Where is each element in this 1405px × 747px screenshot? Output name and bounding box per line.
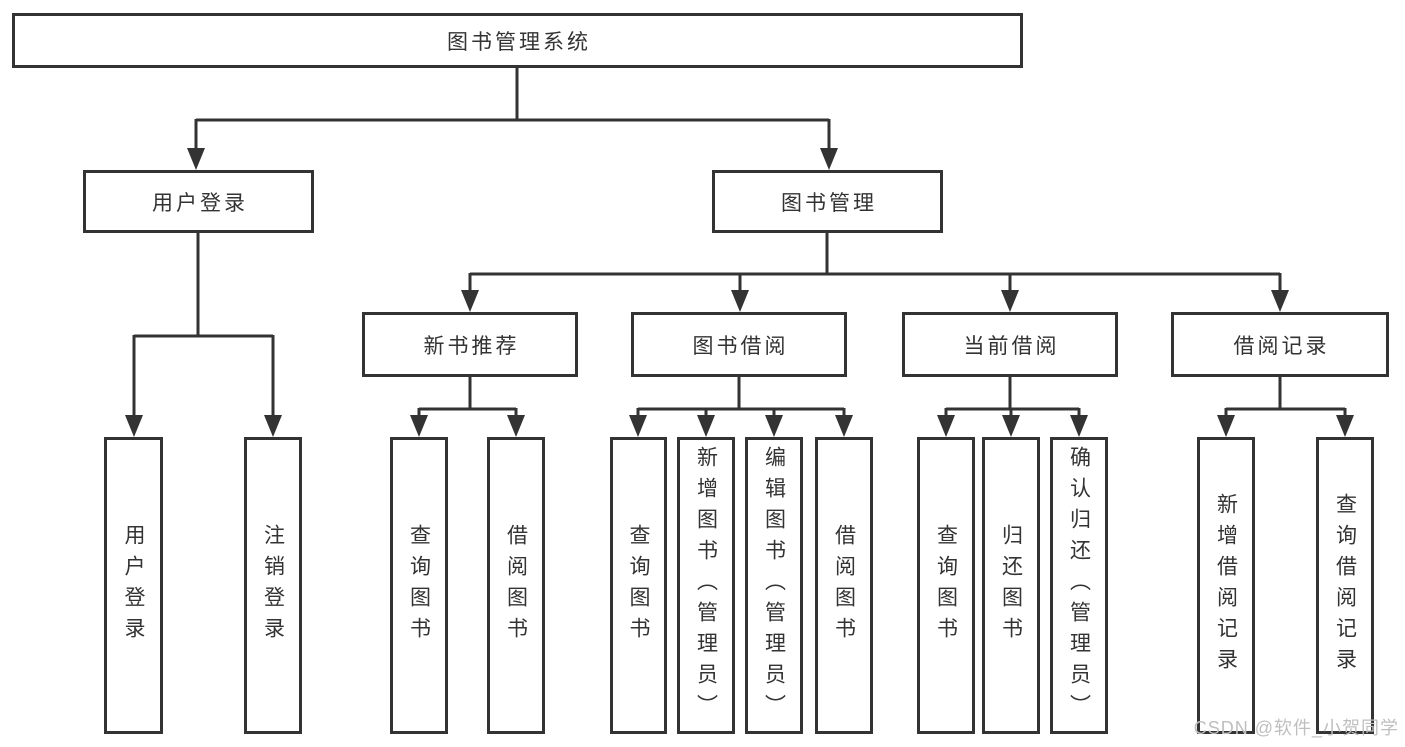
connector-user-login-fork (125, 233, 282, 437)
leaf-current-return-books: 归还图书 (982, 437, 1040, 734)
leaf-user-login: 用户登录 (104, 437, 163, 734)
arrowhead (264, 415, 282, 437)
arrowhead (507, 415, 525, 437)
node-label: 图书管理 (781, 191, 877, 215)
arrowhead (410, 415, 428, 437)
arrowhead (1070, 415, 1088, 437)
leaf-records-add-borrow-record: 新增借阅记录 (1197, 437, 1255, 734)
node-current-borrow: 当前借阅 (902, 312, 1118, 377)
leaf-newbook-query-books: 查询图书 (390, 437, 448, 734)
node-label: 确认归还（管理员） (1067, 446, 1091, 725)
arrowhead (1271, 290, 1289, 312)
node-label: 用户登录 (122, 523, 145, 648)
arrowhead (697, 415, 715, 437)
arrowhead (765, 415, 783, 437)
arrowhead (629, 415, 647, 437)
connector-root-fork (187, 67, 838, 170)
connector-book-management-fork (461, 233, 1289, 312)
node-label: 新书推荐 (423, 334, 520, 358)
leaf-borrow-add-books-admin: 新增图书（管理员） (677, 437, 735, 734)
node-new-book-recommend: 新书推荐 (362, 312, 578, 377)
node-label: 用户登录 (152, 191, 248, 215)
node-user-login: 用户登录 (83, 170, 314, 233)
arrowhead (125, 415, 143, 437)
arrowhead (1002, 415, 1020, 437)
node-label: 新增图书（管理员） (694, 446, 718, 725)
arrowhead (937, 415, 955, 437)
leaf-logout: 注销登录 (244, 437, 302, 734)
connector-book-borrow-fork (629, 377, 853, 437)
node-label: 查询图书 (627, 523, 650, 648)
node-label: 借阅图书 (832, 523, 856, 648)
node-label: 借阅图书 (504, 523, 528, 648)
connector-current-borrow-fork (937, 377, 1088, 437)
arrowhead (731, 290, 749, 312)
node-label: 查询借阅记录 (1333, 492, 1357, 679)
node-label: 新增借阅记录 (1214, 492, 1238, 679)
node-borrow-records: 借阅记录 (1171, 312, 1389, 377)
arrowhead (461, 290, 479, 312)
arrowhead (187, 148, 205, 170)
arrowhead (1217, 415, 1235, 437)
leaf-current-confirm-return-admin: 确认归还（管理员） (1050, 437, 1108, 734)
leaf-newbook-borrow-books: 借阅图书 (487, 437, 545, 734)
connector-new-book-fork (410, 377, 525, 437)
csdn-watermark: CSDN @软件_小贺同学 (1193, 718, 1399, 738)
node-label: 查询图书 (934, 523, 958, 648)
arrowhead (835, 415, 853, 437)
leaf-records-query-borrow-record: 查询借阅记录 (1316, 437, 1374, 734)
arrowhead (1001, 290, 1019, 312)
node-label: 借阅记录 (1233, 334, 1330, 358)
node-label: 归还图书 (999, 523, 1023, 648)
node-label: 图书借阅 (692, 334, 789, 358)
node-book-borrow: 图书借阅 (631, 312, 847, 377)
node-label: 查询图书 (407, 523, 431, 648)
node-label: 图书管理系统 (447, 30, 591, 54)
leaf-current-query-books: 查询图书 (917, 437, 975, 734)
arrowhead (820, 148, 838, 170)
connector-borrow-records-fork (1217, 377, 1354, 437)
node-book-management: 图书管理 (712, 170, 943, 233)
node-label: 编辑图书（管理员） (762, 446, 786, 725)
node-label: 当前借阅 (963, 334, 1060, 358)
node-label: 注销登录 (261, 523, 285, 648)
node-library-management-system: 图书管理系统 (12, 13, 1023, 68)
leaf-borrow-borrow-books: 借阅图书 (815, 437, 873, 734)
leaf-borrow-edit-books-admin: 编辑图书（管理员） (745, 437, 803, 734)
arrowhead (1336, 415, 1354, 437)
leaf-borrow-query-books: 查询图书 (610, 437, 667, 734)
